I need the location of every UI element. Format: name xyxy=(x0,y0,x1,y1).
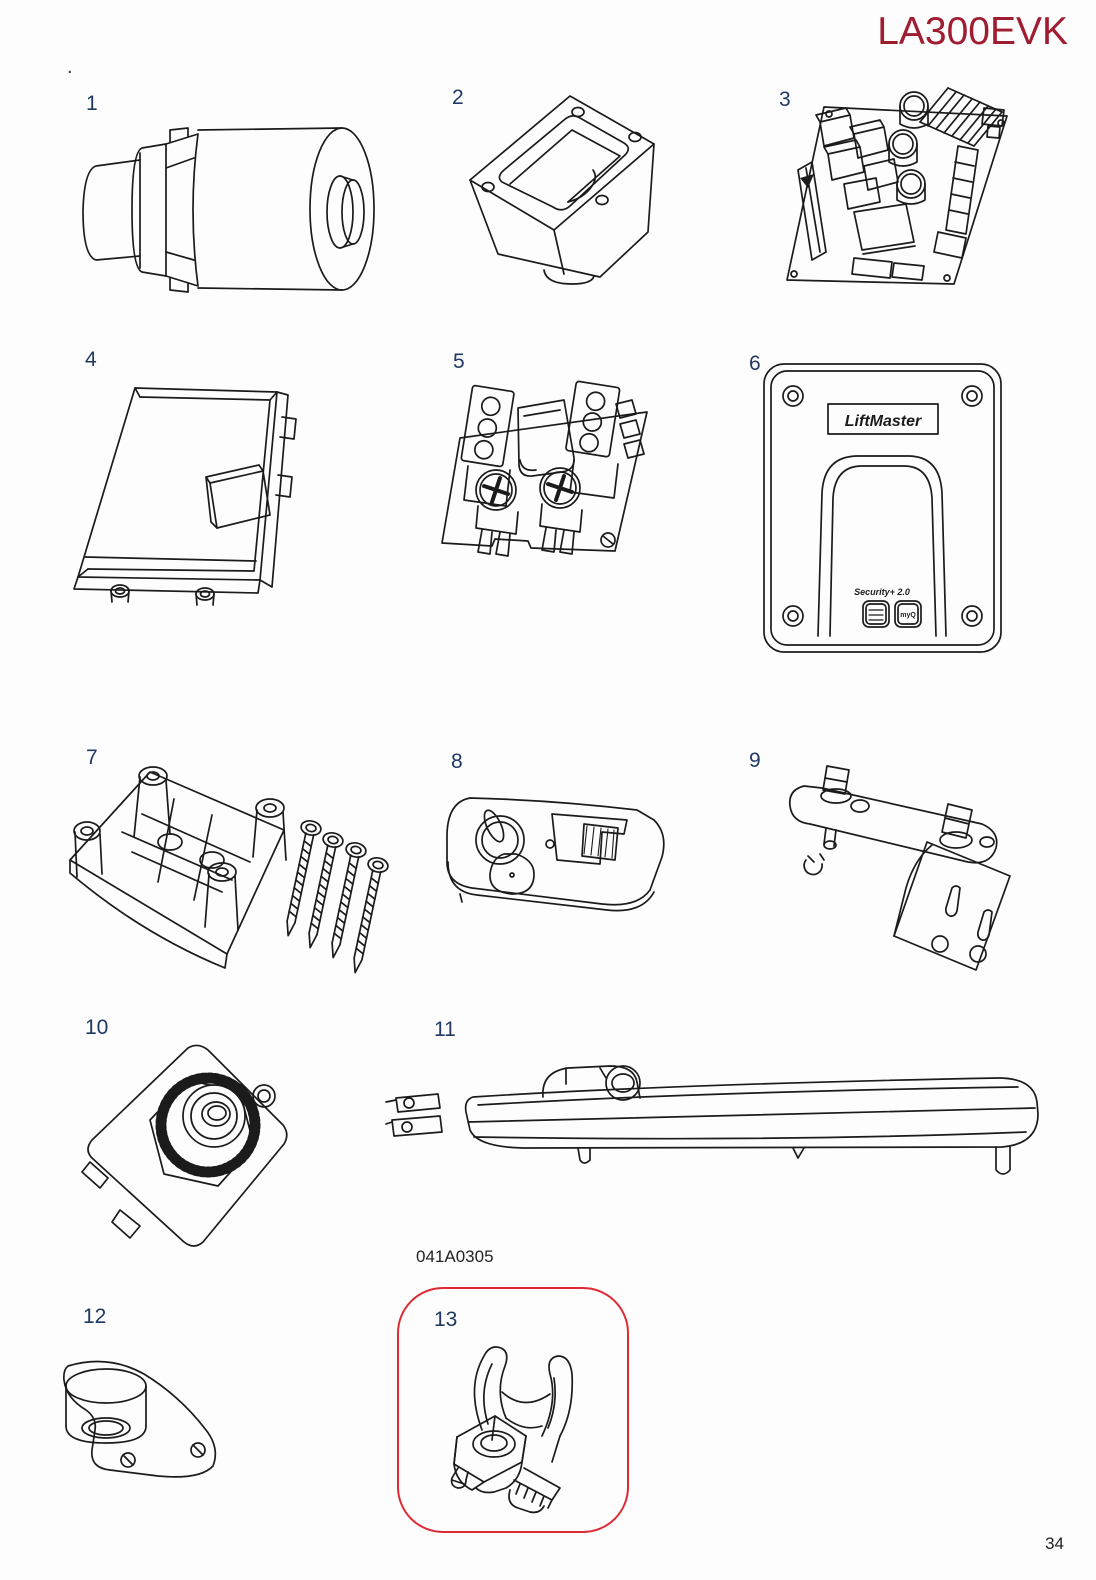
part-1-motor-illustration xyxy=(82,127,375,293)
part-9-gate-bracket-illustration xyxy=(788,765,1011,971)
stray-mark: . xyxy=(67,56,73,78)
actuator-part-number-caption: 041A0305 xyxy=(416,1247,494,1266)
part-2-number-label: 2 xyxy=(452,86,464,109)
part-6-number-label: 6 xyxy=(749,352,761,375)
part-11-number-label: 11 xyxy=(434,1018,456,1041)
part-8-limit-switch-illustration xyxy=(446,797,665,912)
part-7-number-label: 7 xyxy=(86,746,98,769)
part-1-number-label: 1 xyxy=(86,92,98,115)
part-12-number-label: 12 xyxy=(83,1305,107,1328)
part-9-number-label: 9 xyxy=(749,749,761,772)
part-5-number-label: 5 xyxy=(453,350,465,373)
part-10-number-label: 10 xyxy=(85,1016,109,1039)
page-title: LA300EVK xyxy=(877,10,1068,53)
part-7-mounting-pad-and-screws-illustration xyxy=(69,766,389,974)
part-11-actuator-arm-illustration xyxy=(385,1065,1039,1175)
part-5-terminal-board-illustration xyxy=(441,380,648,557)
part-4-control-box-base-illustration xyxy=(73,387,297,606)
liftmaster-logo-text: LiftMaster xyxy=(845,413,922,430)
part-12-post-bracket-illustration xyxy=(62,1360,217,1478)
part-10-gearbox-illustration xyxy=(81,1044,288,1247)
part-4-number-label: 4 xyxy=(85,348,97,371)
part-6-control-box-cover-illustration: LiftMaster Security+ 2.0 myQ xyxy=(763,363,1002,653)
part-2-transformer-illustration xyxy=(469,95,655,285)
page-number: 34 xyxy=(1045,1534,1064,1553)
part-3-number-label: 3 xyxy=(779,88,791,111)
part-13-highlight-box xyxy=(397,1287,629,1533)
security-tagline-text: Security+ 2.0 xyxy=(854,587,910,597)
part-13-gate-clamp-illustration xyxy=(450,1346,574,1514)
part-3-control-board-illustration xyxy=(786,87,1008,285)
part-8-number-label: 8 xyxy=(451,750,463,773)
myq-badge-text: myQ xyxy=(900,612,916,619)
